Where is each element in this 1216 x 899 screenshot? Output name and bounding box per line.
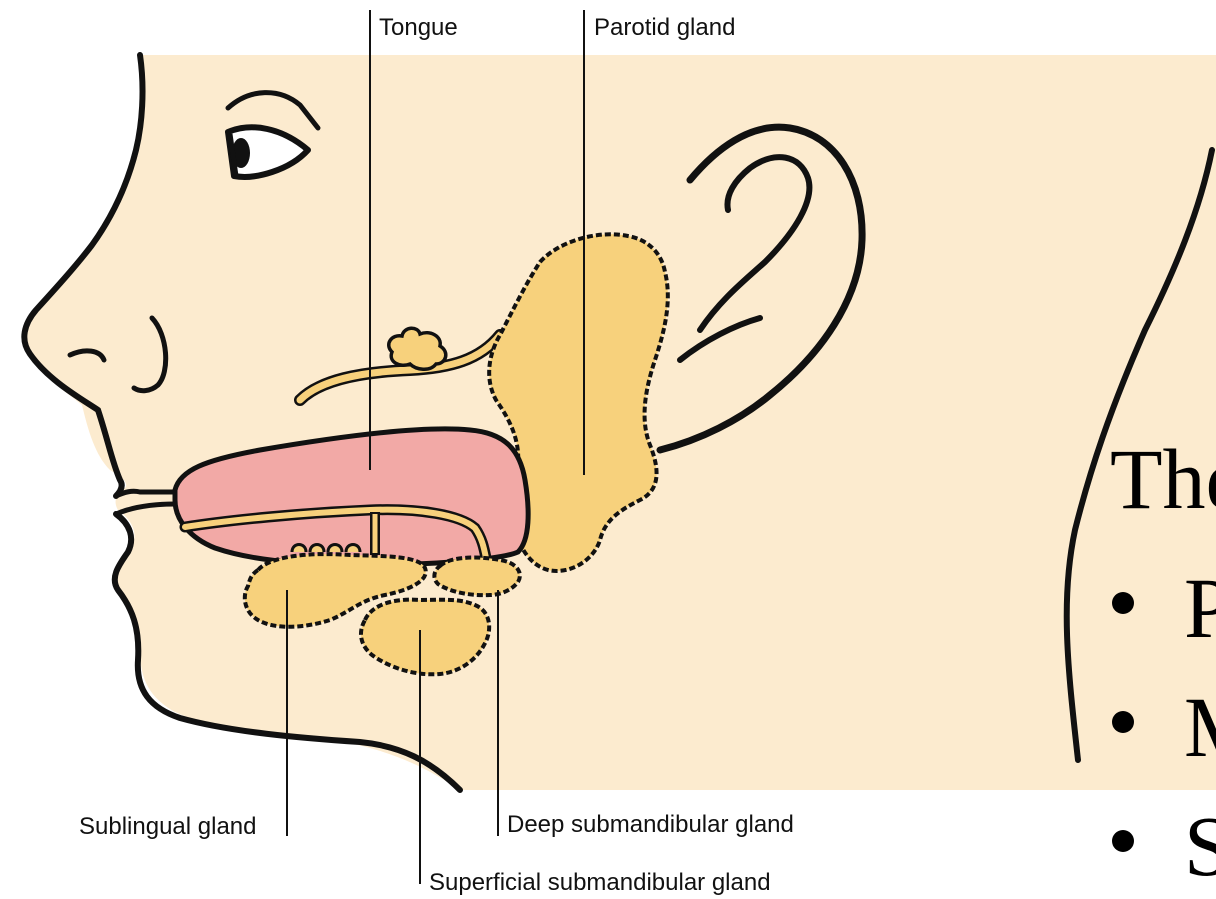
bullet-dot: [1112, 711, 1134, 733]
bullet-text: S: [1184, 803, 1216, 889]
label-tongue: Tongue: [379, 14, 458, 41]
label-parotid-gland: Parotid gland: [594, 14, 735, 41]
label-superficial-submandibular-gland: Superficial submandibular gland: [429, 869, 771, 896]
bullet-text: P: [1184, 565, 1216, 651]
label-deep-submandibular-gland: Deep submandibular gland: [507, 811, 794, 838]
bullet-text: M: [1184, 684, 1216, 770]
slide-heading: The: [1110, 436, 1216, 522]
bullet-dot: [1112, 830, 1134, 852]
label-sublingual-gland: Sublingual gland: [79, 813, 256, 840]
bullet-dot: [1112, 592, 1134, 614]
